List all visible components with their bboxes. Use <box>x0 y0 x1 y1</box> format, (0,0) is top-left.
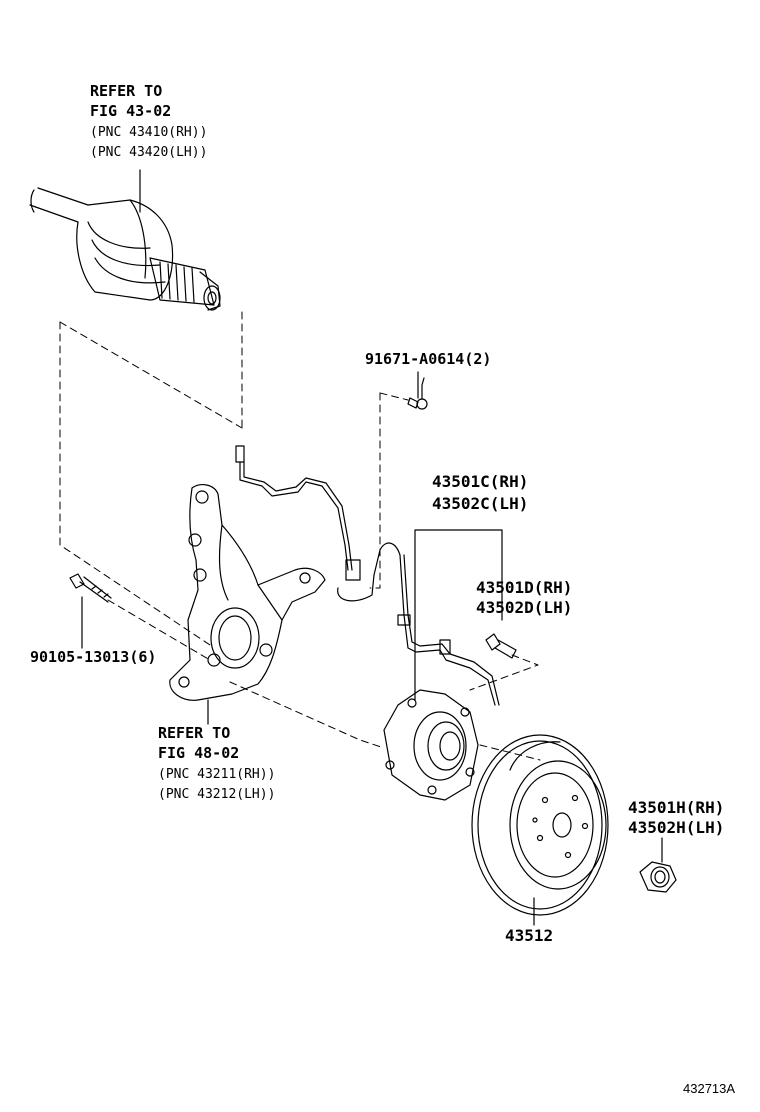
knuckle-ref-line4: (PNC 43212(LH)) <box>158 787 276 802</box>
drive-shaft <box>29 187 221 311</box>
disc-label: 43512 <box>505 926 554 945</box>
figure-id: 432713A <box>683 1081 736 1096</box>
abs-sensor-harness <box>235 445 500 706</box>
driveshaft-ref-line4: (PNC 43420(LH)) <box>90 145 208 160</box>
hub-bolt-label-rh: 43501D(RH) <box>476 578 573 597</box>
driveshaft-ref-line2: FIG 43-02 <box>90 102 172 120</box>
steering-knuckle <box>169 484 326 701</box>
knuckle-ref-line2: FIG 48-02 <box>158 744 240 762</box>
hub-assembly-label-lh: 43502C(LH) <box>432 494 529 513</box>
hub-nut <box>639 861 677 893</box>
sensor-bolt-label: 91671-A0614(2) <box>365 350 492 368</box>
hub-bolt <box>485 633 517 659</box>
driveshaft-ref-line1: REFER TO <box>90 82 163 100</box>
knuckle-ref-line3: (PNC 43211(RH)) <box>158 767 276 782</box>
hub-nut-label-rh: 43501H(RH) <box>628 798 725 817</box>
knuckle-bolt-label: 90105-13013(6) <box>30 648 157 666</box>
brake-disc <box>471 734 609 916</box>
hub-bearing <box>383 689 479 801</box>
hub-bolt-label-lh: 43502D(LH) <box>476 598 573 617</box>
knuckle-ref-line1: REFER TO <box>158 724 231 742</box>
hub-nut-label-lh: 43502H(LH) <box>628 818 725 837</box>
knuckle-bolt <box>69 573 112 603</box>
leader-lines <box>81 169 663 926</box>
assembly-lines <box>59 311 541 761</box>
sensor-bolt <box>407 377 428 410</box>
driveshaft-ref-line3: (PNC 43410(RH)) <box>90 125 208 140</box>
hub-assembly-label-rh: 43501C(RH) <box>432 472 529 491</box>
